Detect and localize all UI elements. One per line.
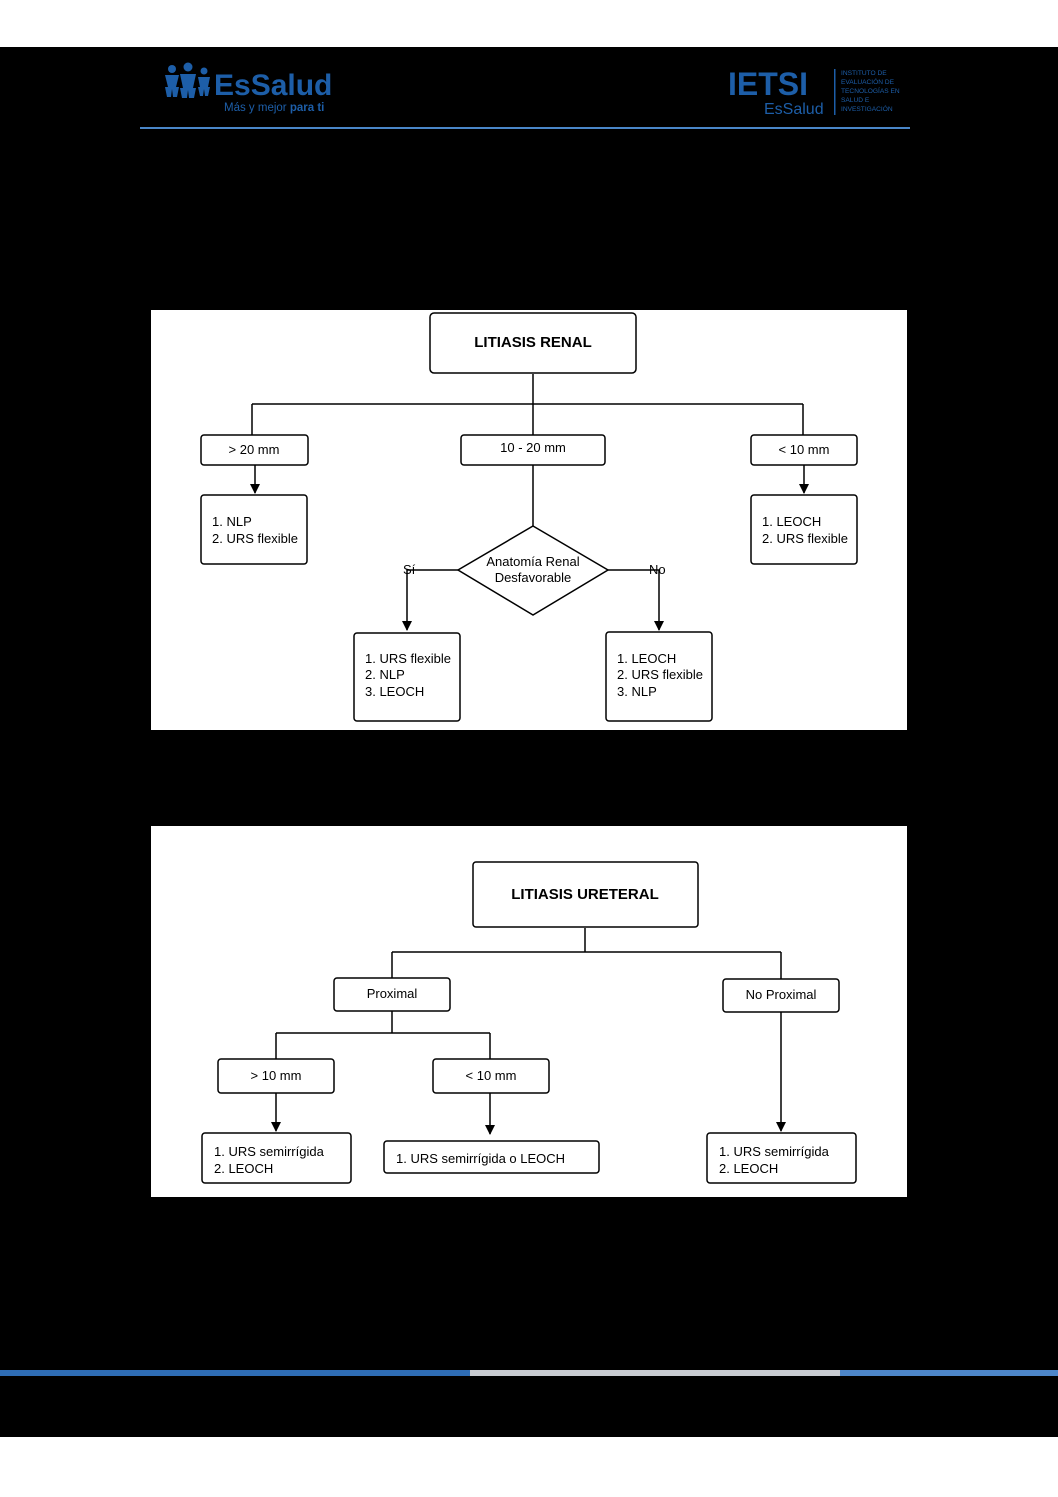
ietsi-line-5: INVESTIGACIÓN	[841, 104, 893, 113]
footer-band-blue-right	[840, 1370, 1058, 1376]
noproximal-option-2: 2. LEOCH	[719, 1161, 778, 1176]
ietsi-logo: IETSI EsSalud INSTITUTO DE EVALUACIÓN DE…	[728, 66, 900, 118]
gt10-option-1: 1. URS semirrígida	[214, 1144, 325, 1159]
branch-10-20-box	[460, 434, 606, 466]
no-options-box	[605, 631, 713, 722]
ietsi-line-4: SALUD E	[841, 97, 870, 104]
arrow-no	[608, 569, 664, 631]
branch-lt10-box	[750, 434, 858, 466]
noproximal-box	[722, 978, 840, 1013]
yes-label: Sí	[403, 562, 416, 577]
decision-line-1: Anatomía Renal	[486, 554, 579, 569]
lt10-option-1: 1. URS semirrígida o LEOCH	[396, 1151, 565, 1166]
no-option-2: 2. URS flexible	[617, 667, 703, 682]
ureteral-flowchart-panel: LITIASIS URETERAL Proximal No Proximal >…	[151, 826, 907, 1197]
ietsi-line-2: EVALUACIÓN DE	[841, 77, 895, 86]
renal-flowchart-panel: LITIASIS RENAL > 20 mm 10 - 20 mm < 10 m…	[151, 310, 907, 730]
branch-lt10-label: < 10 mm	[779, 442, 830, 457]
ietsi-line-3: TECNOLOGÍAS EN	[841, 86, 900, 95]
ietsi-org: EsSalud	[764, 101, 824, 118]
essalud-brand: EsSalud	[214, 69, 332, 102]
gt10-option-2: 2. LEOCH	[214, 1161, 273, 1176]
gt20-option-1: 1. NLP	[212, 514, 252, 529]
no-option-3: 3. NLP	[617, 684, 657, 699]
lt10-label: < 10 mm	[466, 1068, 517, 1083]
yes-options-box	[353, 632, 461, 722]
noproximal-option-1: 1. URS semirrígida	[719, 1144, 830, 1159]
renal-title-box	[429, 312, 637, 374]
ietsi-acronym: IETSI	[728, 66, 808, 102]
proximal-label: Proximal	[367, 986, 418, 1001]
noproximal-options-box	[706, 1132, 857, 1184]
ureteral-title-box	[472, 861, 699, 928]
lt10-option-2: 2. URS flexible	[762, 531, 848, 546]
renal-flowchart: LITIASIS RENAL > 20 mm 10 - 20 mm < 10 m…	[200, 312, 858, 722]
gt10-box	[217, 1058, 335, 1094]
lt10-option-1: 1. LEOCH	[762, 514, 821, 529]
proximal-box	[333, 977, 451, 1012]
decision-line-2: Desfavorable	[495, 570, 572, 585]
gt20-options-box	[200, 494, 308, 565]
lt10-box	[432, 1058, 550, 1094]
yes-option-1: 1. URS flexible	[365, 651, 451, 666]
ureteral-flowchart: LITIASIS URETERAL Proximal No Proximal >…	[201, 861, 857, 1184]
footer-color-band	[0, 1370, 1058, 1378]
renal-title: LITIASIS RENAL	[474, 334, 592, 351]
footer-band-grey	[470, 1370, 840, 1376]
gt10-label: > 10 mm	[251, 1068, 302, 1083]
lt10-options-box	[383, 1140, 600, 1174]
no-option-1: 1. LEOCH	[617, 651, 676, 666]
document-page: EsSalud Más y mejor para ti IETSI EsSalu…	[0, 47, 1058, 1437]
family-figures-icon	[165, 62, 210, 98]
no-label: No	[649, 562, 666, 577]
decision-diamond	[456, 525, 610, 616]
branch-10-20-label: 10 - 20 mm	[500, 440, 566, 455]
essalud-tagline: Más y mejor para ti	[224, 102, 324, 114]
ietsi-line-1: INSTITUTO DE	[841, 70, 887, 77]
gt20-option-2: 2. URS flexible	[212, 531, 298, 546]
gt10-options-box	[201, 1132, 352, 1184]
yes-option-2: 2. NLP	[365, 667, 405, 682]
lt10-options-box	[750, 494, 858, 565]
arrow-yes	[402, 569, 458, 631]
essalud-logo: EsSalud Más y mejor para ti	[165, 62, 332, 114]
noproximal-label: No Proximal	[746, 987, 817, 1002]
branch-gt20-label: > 20 mm	[229, 442, 280, 457]
ietsi-divider	[834, 69, 836, 115]
header-rule	[140, 127, 910, 129]
branch-gt20-box	[200, 434, 309, 466]
yes-option-3: 3. LEOCH	[365, 684, 424, 699]
footer-band-blue	[0, 1370, 470, 1376]
ureteral-title: LITIASIS URETERAL	[511, 886, 659, 903]
